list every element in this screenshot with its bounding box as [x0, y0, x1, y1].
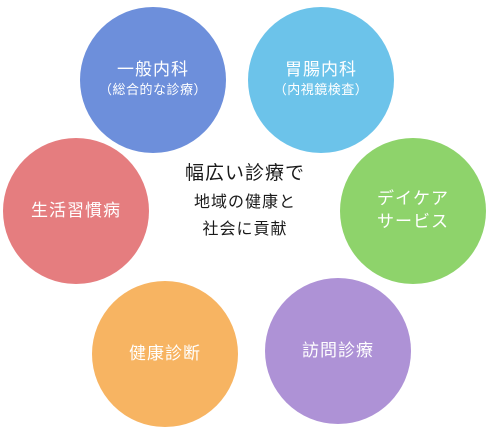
- lifestyle-disease-title: 生活習慣病: [31, 200, 121, 221]
- gastroenterology-subtitle: （内視鏡検査）: [273, 83, 369, 99]
- health-checkup-circle: 健康診断: [92, 281, 238, 427]
- center-message: 幅広い診療で 地域の健康と 社会に貢献: [160, 160, 330, 270]
- home-visit-circle: 訪問診療: [265, 278, 411, 424]
- daycare-service-circle: デイケア サービス: [340, 138, 486, 284]
- gastroenterology-circle: 胃腸内科 （内視鏡検査）: [248, 7, 394, 153]
- home-visit-title: 訪問診療: [302, 340, 374, 361]
- center-message-line1: 幅広い診療で: [184, 162, 305, 184]
- center-message-line3: 社会に貢献: [202, 218, 288, 238]
- general-internal-medicine-circle: 一般内科 （総合的な診療）: [80, 7, 226, 153]
- daycare-service-line1: デイケア: [377, 189, 449, 210]
- general-internal-medicine-subtitle: （総合的な診療）: [98, 83, 207, 99]
- daycare-service-line2: サービス: [377, 212, 449, 232]
- center-message-line2: 地域の健康と: [193, 191, 296, 211]
- general-internal-medicine-title: 一般内科: [117, 60, 189, 81]
- lifestyle-disease-circle: 生活習慣病: [3, 138, 149, 284]
- gastroenterology-title: 胃腸内科: [285, 60, 357, 81]
- health-checkup-title: 健康診断: [129, 343, 201, 364]
